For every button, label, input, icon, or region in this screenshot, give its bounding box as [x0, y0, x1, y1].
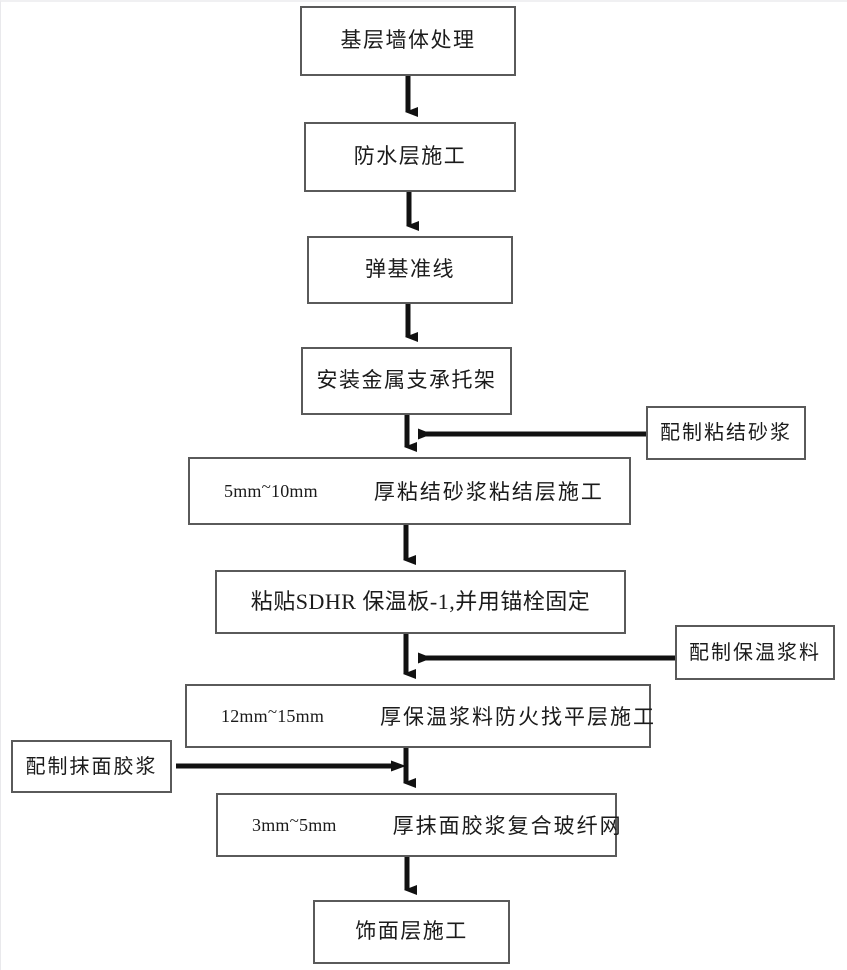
node-finish-layer[interactable]: 饰面层施工	[313, 900, 510, 964]
node-label: 饰面层施工	[355, 919, 468, 944]
node-paste-sdhr-board[interactable]: 粘贴SDHR 保温板-1,并用锚栓固定	[215, 570, 626, 634]
node-label: 配制抹面胶浆	[25, 755, 158, 778]
node-label: 安装金属支承托架	[316, 368, 497, 393]
node-label: 弹基准线	[365, 257, 455, 282]
node-prepare-insulation-slurry[interactable]: 配制保温浆料	[675, 625, 835, 680]
node-label: 配制保温浆料	[689, 641, 821, 664]
node-label: 粘贴SDHR 保温板-1,并用锚栓固定	[250, 588, 591, 614]
node-label: 厚保温浆料防火找平层施工	[380, 705, 657, 729]
node-label: 基层墙体处理	[340, 28, 476, 53]
node-thickness-spec: 3mm~5mm	[252, 810, 337, 835]
node-snap-datum-line[interactable]: 弹基准线	[307, 236, 513, 304]
node-label: 防水层施工	[353, 144, 467, 169]
node-label: 配制粘结砂浆	[660, 422, 792, 444]
node-thickness-spec: 12mm~15mm	[221, 701, 325, 726]
node-prepare-bonding-mortar[interactable]: 配制粘结砂浆	[646, 406, 806, 460]
node-waterproof-layer[interactable]: 防水层施工	[304, 122, 516, 192]
node-base-wall-treatment[interactable]: 基层墙体处理	[300, 6, 516, 76]
node-thickness-spec: 5mm~10mm	[224, 476, 318, 501]
node-prepare-plaster-glue[interactable]: 配制抹面胶浆	[11, 740, 172, 793]
node-label: 厚抹面胶浆复合玻纤网	[392, 814, 623, 838]
node-plaster-mesh-layer[interactable]: 3mm~5mm 厚抹面胶浆复合玻纤网	[216, 793, 621, 857]
node-label: 厚粘结砂浆粘结层施工	[373, 480, 604, 504]
node-install-metal-bracket[interactable]: 安装金属支承托架	[301, 347, 512, 415]
node-bonding-mortar-layer[interactable]: 5mm~10mm 厚粘结砂浆粘结层施工	[188, 457, 631, 525]
node-insulation-fireproof-level[interactable]: 12mm~15mm 厚保温浆料防火找平层施工	[185, 684, 654, 748]
